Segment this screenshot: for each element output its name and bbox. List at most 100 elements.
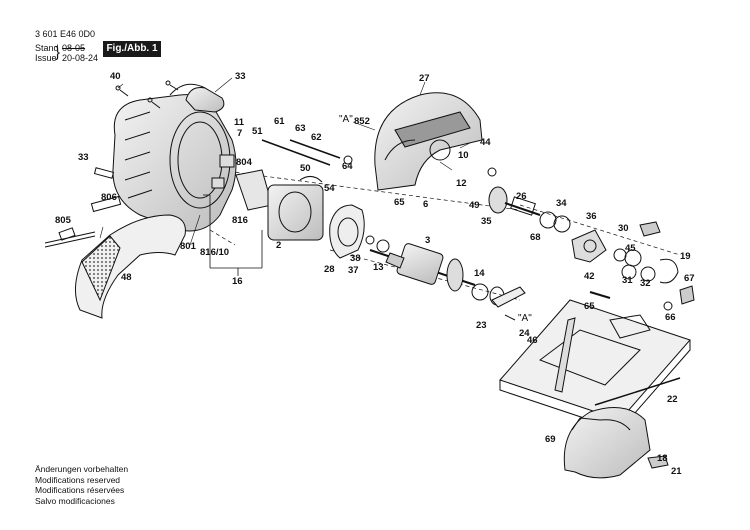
- part-number-label: 13: [373, 262, 384, 273]
- note-line: Salvo modificaciones: [35, 495, 115, 506]
- guard-lever: [647, 455, 669, 469]
- part-number-label: 67: [684, 273, 695, 284]
- screws: [115, 80, 179, 109]
- part-number-label: 69: [545, 434, 556, 445]
- screw-66: [663, 301, 673, 311]
- view-marker-a-top: "A": [339, 114, 353, 125]
- part-group-bracket: [203, 194, 263, 276]
- bearing: [471, 283, 489, 301]
- power-cable: [44, 231, 96, 248]
- part-number-label: 816: [232, 215, 248, 226]
- spring-plate: [491, 286, 526, 308]
- part-number-label: 12: [456, 178, 467, 189]
- part-number-label: 26: [516, 191, 527, 202]
- part-number-label: 14: [474, 268, 485, 279]
- part-number-label: 16: [232, 276, 243, 287]
- stand-label: Stand: [35, 43, 59, 53]
- nut: [640, 266, 656, 282]
- part-number-label: 51: [252, 126, 263, 137]
- part-number-label: 64: [342, 161, 353, 172]
- part-number-label: 19: [680, 251, 691, 262]
- part-number-label: 24: [519, 328, 530, 339]
- fan-baffle: [329, 204, 365, 259]
- part-number-label: 50: [300, 163, 311, 174]
- part-number-label: 35: [481, 216, 492, 227]
- lower-guard: [563, 407, 651, 479]
- stand-value: 08-05: [62, 43, 86, 53]
- part-number-label: 68: [530, 232, 541, 243]
- part-number-label: 22: [667, 394, 678, 405]
- part-number-label: 62: [311, 132, 322, 143]
- washer: [365, 235, 375, 245]
- spindle-gear: [487, 167, 571, 233]
- part-number-label: 37: [348, 265, 359, 276]
- screw: [504, 314, 516, 321]
- part-number-label: 804: [236, 157, 253, 168]
- guide-rods: [261, 139, 353, 166]
- part-number-label: 28: [324, 264, 335, 275]
- brush-holder: [211, 154, 273, 211]
- part-number-label: 10: [458, 150, 469, 161]
- retaining-ring: [659, 258, 679, 284]
- part-number-label: 7: [237, 128, 242, 139]
- part-number-label: 49: [469, 200, 480, 211]
- part-number-label: 65: [394, 197, 405, 208]
- lever-part: [679, 285, 695, 305]
- stator-field: [267, 176, 324, 241]
- part-number-label: 805: [55, 215, 72, 226]
- leader-lines: [99, 77, 471, 246]
- part-number-label: 34: [556, 198, 567, 209]
- rear-handle: [58, 214, 186, 319]
- armature: [369, 243, 476, 292]
- part-number-label: 852: [354, 116, 370, 127]
- notes-block: Änderungen vorbehalten Modifications res…: [35, 464, 128, 506]
- bearing: [376, 239, 390, 253]
- view-marker-a-bottom: "A": [518, 313, 532, 324]
- part-number-label: 21: [671, 466, 682, 477]
- part-number-label: 816/10: [200, 247, 229, 258]
- part-number-label: 42: [584, 271, 595, 282]
- note-line: Änderungen vorbehalten: [35, 464, 129, 474]
- clamp-nut: [621, 264, 637, 280]
- flange: [571, 221, 661, 267]
- part-number-label: 40: [110, 71, 121, 82]
- part-number-label: 38: [350, 253, 361, 264]
- part-number-label: 66: [665, 312, 676, 323]
- note-line: Modifications reserved: [35, 474, 121, 485]
- part-number-label: 27: [419, 73, 430, 84]
- part-number-label: 30: [618, 223, 629, 234]
- part-number-label: 61: [274, 116, 285, 127]
- part-number-label: 46: [527, 335, 538, 346]
- part-number-label: 801: [180, 241, 197, 252]
- issue-label: Issue: [35, 53, 57, 63]
- part-number-label: 45: [625, 243, 636, 254]
- part-number-label: 54: [324, 183, 335, 194]
- figure-label: Fig./Abb. 1: [103, 41, 161, 57]
- long-bolt: [594, 377, 681, 406]
- part-number-label: 31: [622, 275, 633, 286]
- knob-part: [185, 87, 225, 113]
- document-number: 3 601 E46 0D0: [35, 29, 96, 39]
- small-rod: [93, 167, 115, 179]
- part-number-label: 63: [295, 123, 306, 134]
- part-number-label: 806: [101, 192, 117, 203]
- part-number-label: 36: [586, 211, 597, 222]
- part-number-label: 44: [480, 137, 491, 148]
- part-number-label: 65: [584, 301, 595, 312]
- part-number-label: 33: [78, 152, 89, 163]
- part-number-label: 48: [121, 272, 132, 283]
- part-number-label: 11: [234, 117, 245, 128]
- part-number-label: 2: [276, 240, 281, 251]
- part-number-label: 32: [640, 278, 651, 289]
- pin: [589, 291, 611, 299]
- note-line: Modifications réservées: [35, 485, 125, 495]
- part-number-label: 23: [476, 320, 487, 331]
- part-number-label: 3: [425, 235, 430, 246]
- part-number-label: 6: [423, 199, 428, 210]
- part-number-label: 33: [235, 71, 246, 82]
- part-number-label: 18: [657, 453, 668, 464]
- issue-value: 20-08-24: [62, 53, 99, 63]
